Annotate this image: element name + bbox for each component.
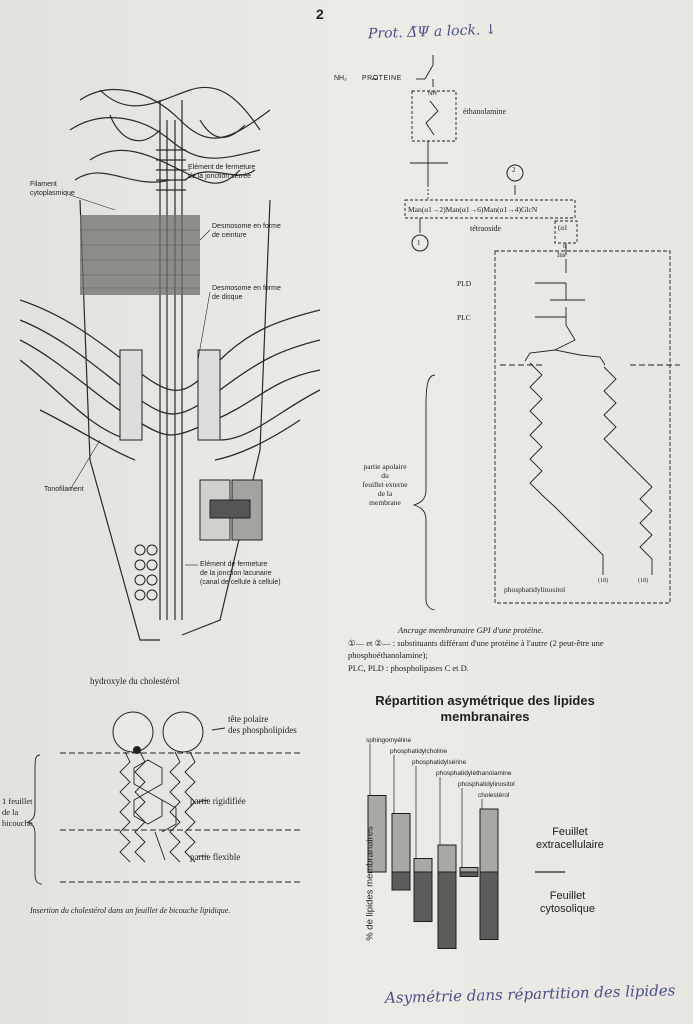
bar-extracellular [459,867,479,873]
bar-cytosolic [459,871,479,877]
gpi-plc: PLC [457,313,471,322]
gpi-caption-line3: PLC, PLD : phospholipases C et D. [348,663,469,673]
category-label: phosphatidylinositol [458,781,515,788]
category-label: cholestérol [478,792,510,799]
gpi-pld: PLD [457,279,472,288]
bar-cytosolic [391,871,411,891]
category-label: phosphatidylcholine [390,748,447,755]
gpi-caption-line1: ①— et ②— : substituants différant d'une … [348,638,604,648]
gpi-tetraoside: tétraoside [470,224,502,233]
category-label: phosphatidyléthanolamine [436,770,512,777]
category-label: phosphatidylsérine [412,759,467,766]
gpi-chain-b: (18) [638,578,648,584]
gpi-caption-line2: phosphoéthanolamine); [348,650,428,660]
gpi-phosphatidylinositol: phosphatidylinositol [504,585,566,594]
chol-caption: Insertion du cholestérol dans un feuille… [30,906,231,915]
label-desmosome-disque: Desmosome en forme de disque [212,285,281,301]
label-element-serree: Elément de fermeture de la jonction serr… [188,164,256,180]
bar-extracellular [479,808,499,873]
handwritten-top-note: Prot. Δ̃Ψ a lock. ↓ [367,21,497,43]
bar-cytosolic [479,871,499,940]
chart-title: Répartition asymétrique des lipides memb… [375,693,595,724]
lipid-chart: sphingomyéline phosphatidylcholine phospha… [366,737,565,949]
gpi-alpha: (α1 [558,224,568,232]
gpi-ins: Ins [557,251,566,259]
chol-hydroxyle: hydroxyle du cholestérol [90,676,180,686]
gpi-proteine: PROTEINE [362,75,402,82]
legend-cytosolic: Feuillet cytosolique [540,890,596,915]
cholesterol-figure [26,711,300,885]
gpi-sugar-chain: Man(α1→2)Man(α1→6)Man(α1→4)GlcN [408,205,538,214]
page-number: 2 [316,6,324,22]
gpi-anchor-figure [372,55,680,610]
gpi-apolar: partie apolaire du feuillet externe de l… [362,462,408,507]
chol-rigidifiee: partie rigidifiée [190,796,246,806]
label-tonofilament: Tonofilament [44,486,84,493]
gpi-circle-2: 2 [512,166,516,174]
category-label: sphingomyéline [366,737,412,744]
bar-extracellular [367,795,387,873]
label-element-lacunaire: Elément de fermeture de la jonction lacu… [200,561,281,586]
gpi-chain-a: (18) [598,578,608,584]
handwritten-bottom-note: Asymétrie dans répartition des lipides [384,981,676,1007]
gpi-nh: NH [428,91,437,97]
chart-ylabel: % de lipides membranaires [364,826,376,941]
cell-junction-figure [20,86,320,641]
chol-flexible: partie flexible [190,852,241,862]
chol-feuillet: 1 feuillet de la bicouche [2,796,33,828]
bar-extracellular [413,858,433,873]
gpi-nh2: NH₂ [334,75,347,82]
legend-extracellular: Feuillet extracellulaire [536,826,604,851]
gpi-caption-title: Ancrage membranaire GPI d'une protéine. [398,625,544,635]
gpi-six: 6 [563,244,566,250]
bar-extracellular [391,813,411,873]
chol-tete-polaire: tête polaire des phospholipides [228,714,297,735]
gpi-ethanolamine: éthanolamine [463,107,507,116]
bar-cytosolic [413,871,433,922]
gpi-circle-1: 1 [417,239,421,247]
label-desmosome-ceinture: Desmosome en forme de ceinture [212,223,281,239]
bar-extracellular [437,844,457,873]
label-filament: Filament cytoplasmique [30,181,75,197]
bar-cytosolic [437,871,457,949]
